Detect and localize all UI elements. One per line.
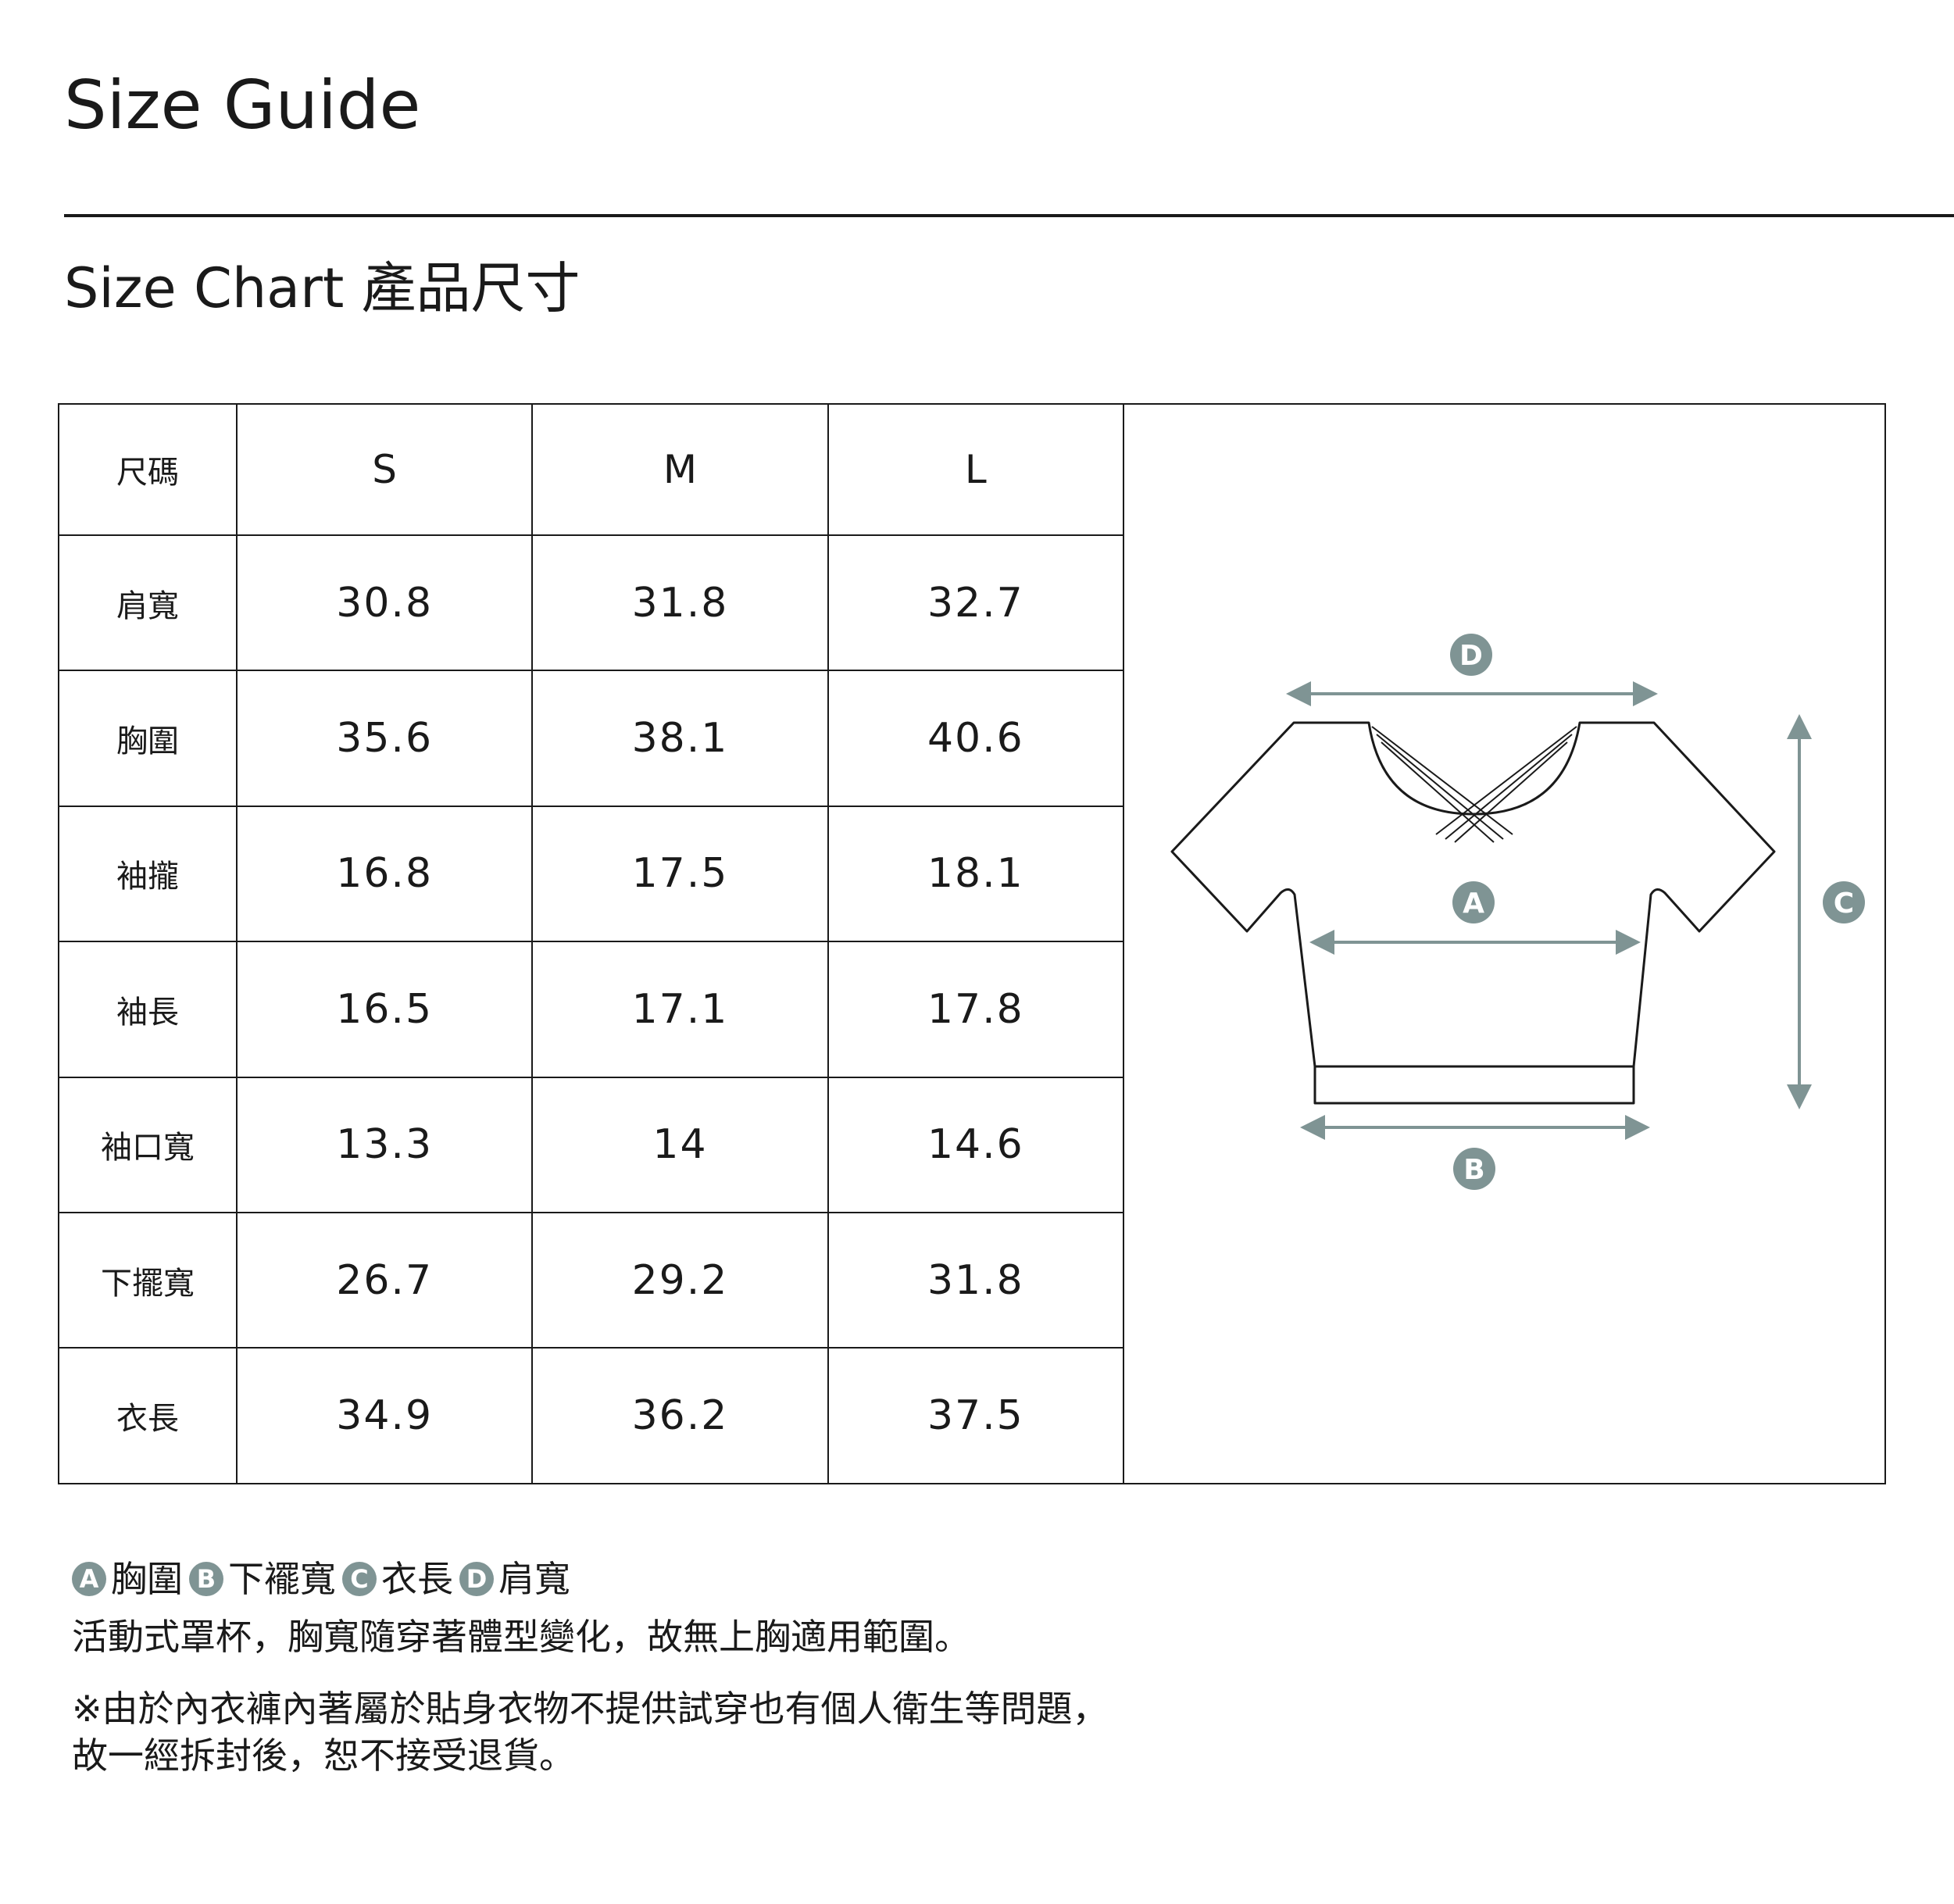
row-label: 肩寬 xyxy=(58,534,238,672)
row-label: 胸圍 xyxy=(58,670,238,807)
notes-section: A 胸圍 B 下襬寬 C 衣長 D 肩寬 活動式罩杯，胸寬隨穿著體型變化，故無上… xyxy=(72,1553,1869,1779)
marker-d: D xyxy=(1450,634,1492,676)
marker-c: C xyxy=(1823,881,1865,923)
table-row: 下擺寬 26.7 29.2 31.8 xyxy=(58,1212,1125,1349)
legend-label: 衣長 xyxy=(381,1558,453,1600)
table-cell: 26.7 xyxy=(235,1212,534,1349)
size-chart-heading: Size Chart 產品尺寸 xyxy=(64,256,580,320)
svg-text:B: B xyxy=(1463,1154,1484,1186)
table-row: 肩寬 30.8 31.8 32.7 xyxy=(58,534,1125,672)
return-policy-note: ※由於內衣褲內著屬於貼身衣物不提供試穿也有個人衛生等問題， xyxy=(72,1687,1109,1730)
table-row: 袖口寬 13.3 14 14.6 xyxy=(58,1076,1125,1214)
legend-item: A 胸圍 xyxy=(72,1561,183,1597)
table-cell: 34.9 xyxy=(235,1347,534,1484)
svg-text:A: A xyxy=(1463,888,1484,920)
header-cell-size-label: 尺碼 xyxy=(58,403,238,536)
legend-item: C 衣長 xyxy=(342,1561,453,1597)
table-row: 胸圍 35.6 38.1 40.6 xyxy=(58,670,1125,807)
cup-note: 活動式罩杯，胸寬隨穿著體型變化，故無上胸適用範圍。 xyxy=(72,1616,970,1658)
legend-label: 下襬寬 xyxy=(228,1558,336,1600)
row-label: 袖長 xyxy=(58,941,238,1078)
table-row: 袖長 16.5 17.1 17.8 xyxy=(58,941,1125,1078)
marker-b: B xyxy=(1453,1148,1495,1190)
table-cell: 31.8 xyxy=(531,534,829,672)
header-cell-s: S xyxy=(235,403,534,536)
svg-text:C: C xyxy=(1834,888,1854,920)
return-policy-note-continued: 故一經拆封後，恕不接受退貨。 xyxy=(72,1734,575,1777)
header-cell-l: L xyxy=(827,403,1125,536)
table-cell: 18.1 xyxy=(827,805,1125,943)
row-label: 下擺寬 xyxy=(58,1212,238,1349)
title-divider xyxy=(64,214,1954,217)
marker-badge: B xyxy=(189,1562,223,1596)
table-cell: 30.8 xyxy=(235,534,534,672)
table-cell: 17.5 xyxy=(531,805,829,943)
table-cell: 36.2 xyxy=(531,1347,829,1484)
row-label: 衣長 xyxy=(58,1347,238,1484)
marker-a: A xyxy=(1452,881,1495,923)
marker-badge: D xyxy=(459,1562,494,1596)
table-cell: 14 xyxy=(531,1076,829,1214)
size-table: 尺碼 S M L 肩寬 30.8 31.8 32.7 胸圍 35.6 38.1 … xyxy=(58,403,1125,1484)
table-cell: 13.3 xyxy=(235,1076,534,1214)
table-row: 袖攏 16.8 17.5 18.1 xyxy=(58,805,1125,943)
marker-badge: A xyxy=(72,1562,106,1596)
table-cell: 35.6 xyxy=(235,670,534,807)
table-cell: 37.5 xyxy=(827,1347,1125,1484)
header-cell-m: M xyxy=(531,403,829,536)
table-cell: 16.8 xyxy=(235,805,534,943)
marker-badge: C xyxy=(342,1562,377,1596)
table-cell: 17.8 xyxy=(827,941,1125,1078)
table-cell: 40.6 xyxy=(827,670,1125,807)
row-label: 袖攏 xyxy=(58,805,238,943)
svg-text:D: D xyxy=(1459,640,1483,672)
table-cell: 14.6 xyxy=(827,1076,1125,1214)
legend-label: 肩寬 xyxy=(498,1558,570,1600)
table-cell: 17.1 xyxy=(531,941,829,1078)
legend-label: 胸圍 xyxy=(111,1558,183,1600)
tshirt-outline-icon xyxy=(1170,721,1776,1105)
measurement-legend: A 胸圍 B 下襬寬 C 衣長 D 肩寬 xyxy=(72,1553,1869,1605)
page-title: Size Guide xyxy=(64,66,421,145)
table-cell: 38.1 xyxy=(531,670,829,807)
garment-diagram: D A C B xyxy=(1124,403,1886,1484)
table-cell: 31.8 xyxy=(827,1212,1125,1349)
table-header-row: 尺碼 S M L xyxy=(58,403,1125,536)
table-row: 衣長 34.9 36.2 37.5 xyxy=(58,1347,1125,1484)
row-label: 袖口寬 xyxy=(58,1076,238,1214)
legend-item: B 下襬寬 xyxy=(189,1561,336,1597)
table-cell: 29.2 xyxy=(531,1212,829,1349)
table-cell: 32.7 xyxy=(827,534,1125,672)
table-cell: 16.5 xyxy=(235,941,534,1078)
legend-item: D 肩寬 xyxy=(459,1561,570,1597)
